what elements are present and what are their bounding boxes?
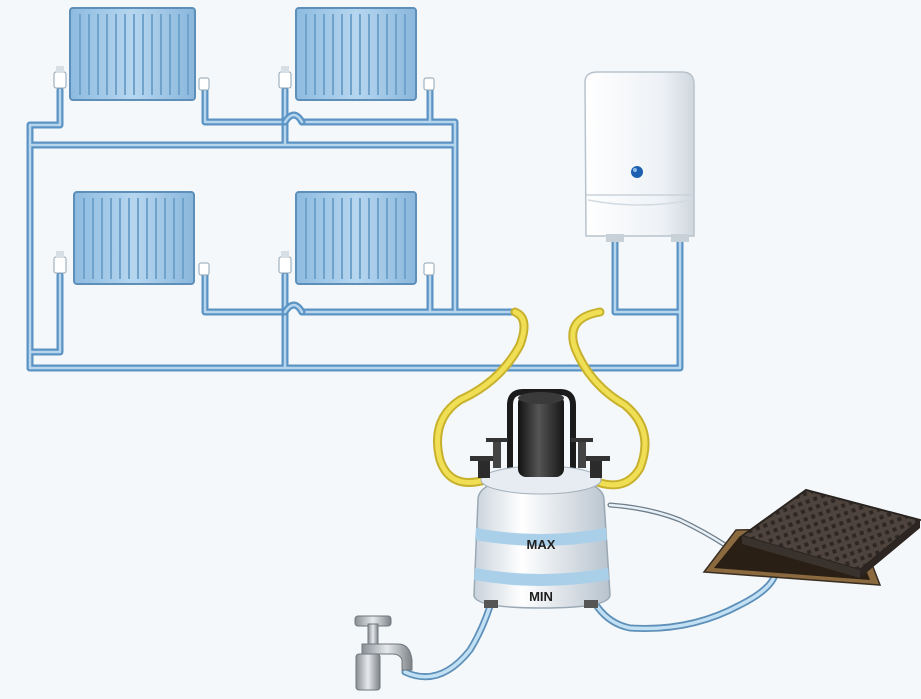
valve-icon	[53, 251, 67, 274]
min-label: MIN	[529, 589, 553, 604]
radiator-top-left	[53, 7, 210, 101]
radiator-top-right	[278, 7, 435, 101]
wall-boiler	[584, 71, 695, 242]
max-label: MAX	[527, 537, 556, 552]
valve-icon	[198, 77, 210, 91]
tap-icon	[354, 615, 413, 691]
power-flush-pump: MAX MIN	[470, 389, 611, 609]
radiator-icon	[295, 7, 417, 101]
floor-drain	[702, 488, 921, 586]
flush-hoses	[433, 307, 650, 490]
water-tap	[354, 615, 413, 691]
valve-icon	[198, 262, 210, 276]
radiator-bottom-right	[278, 191, 435, 285]
valve-icon	[278, 66, 292, 89]
radiator-icon	[73, 191, 195, 285]
boiler-icon	[584, 71, 695, 242]
valve-icon	[278, 251, 292, 274]
pump-icon	[470, 389, 611, 609]
radiator-icon	[69, 7, 196, 101]
valve-icon	[423, 262, 435, 276]
valve-icon	[423, 77, 435, 91]
radiator-bottom-left	[53, 191, 210, 285]
valve-icon	[53, 66, 67, 89]
drain-icon	[702, 488, 921, 586]
radiator-icon	[295, 191, 417, 285]
pipework	[26, 86, 684, 372]
